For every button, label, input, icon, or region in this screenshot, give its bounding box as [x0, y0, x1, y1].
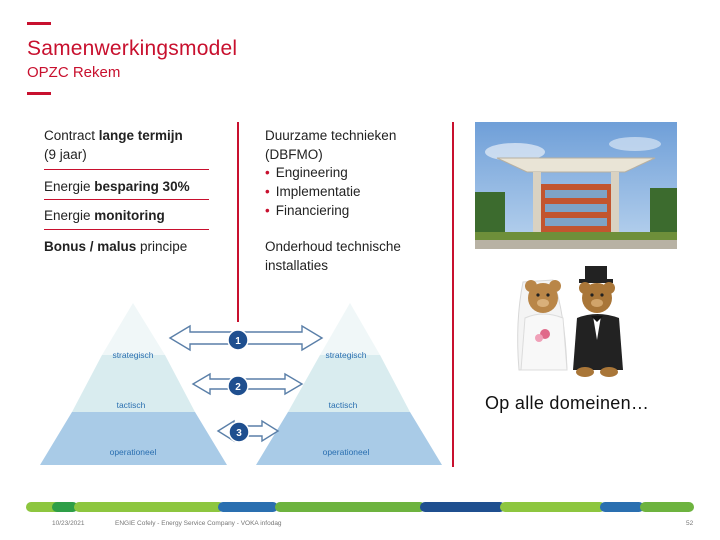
footer-band-segment: [74, 502, 224, 512]
footer-page-number: 52: [686, 520, 693, 527]
page-subtitle: OPZC Rekem: [27, 64, 120, 81]
bullet-text: Financiering: [276, 203, 350, 218]
circle-number: 2: [235, 382, 241, 393]
bonus-emphasis: Bonus / malus: [44, 239, 136, 254]
onderhoud-heading-2: installaties: [265, 256, 328, 275]
divider-right: [452, 122, 454, 467]
footer-band-segment: [275, 502, 425, 512]
technieken-sub: (DBFMO): [265, 145, 323, 164]
bullet-item: •Implementatie: [265, 182, 361, 201]
bullet-item: •Engineering: [265, 163, 348, 182]
footer-band-segment: [218, 502, 278, 512]
page-title: Samenwerkingsmodel: [27, 37, 237, 61]
circle-number: 1: [235, 336, 241, 347]
level-label: tactisch: [117, 400, 146, 410]
circle-number: 3: [236, 428, 242, 439]
left-item-bonus: Bonus / malus principe: [44, 237, 187, 256]
technieken-heading: Duurzame technieken: [265, 126, 396, 145]
left-item-contract: Contract lange termijn: [44, 126, 183, 145]
left-pyramid-bottom: [40, 412, 227, 465]
footer-band-segment: [640, 502, 694, 512]
pyramid-diagram: 1 2 3 strategisch tactisch operationeel …: [30, 300, 450, 470]
savings-label: Energie: [44, 179, 94, 194]
level-label: strategisch: [325, 350, 366, 360]
left-pyramid-top: [102, 303, 165, 355]
teddy-bears-photo: [505, 262, 640, 380]
footer-band-segment: [420, 502, 505, 512]
footer-band-segment: [500, 502, 605, 512]
level-label: tactisch: [329, 400, 358, 410]
left-item-savings: Energie besparing 30%: [44, 177, 190, 196]
right-pyramid-top: [320, 303, 380, 355]
monitoring-emphasis: monitoring: [94, 208, 165, 223]
bullet-text: Implementatie: [276, 184, 361, 199]
separator: [44, 169, 209, 170]
footer-band-segment: [600, 502, 644, 512]
footer-date: 10/23/2021: [52, 520, 85, 527]
monitoring-label: Energie: [44, 208, 94, 223]
contract-label: Contract: [44, 128, 99, 143]
contract-emphasis: lange termijn: [99, 128, 183, 143]
bullet-text: Engineering: [276, 165, 348, 180]
level-label: strategisch: [112, 350, 153, 360]
separator: [44, 199, 209, 200]
footer-company: ENGIE Cofely - Energy Service Company - …: [115, 520, 282, 527]
bonus-label: principe: [136, 239, 187, 254]
right-pyramid-bottom: [256, 412, 442, 465]
savings-emphasis: besparing 30%: [94, 179, 189, 194]
divider-left: [237, 122, 239, 322]
bullet-item: •Financiering: [265, 201, 349, 220]
onderhoud-heading-1: Onderhoud technische: [265, 237, 401, 256]
separator: [44, 229, 209, 230]
building-photo: [475, 122, 677, 249]
left-item-contract-sub: (9 jaar): [44, 145, 87, 164]
domains-caption: Op alle domeinen…: [485, 393, 649, 414]
accent-line-top: [27, 22, 51, 25]
left-item-monitoring: Energie monitoring: [44, 206, 165, 225]
level-label: operationeel: [323, 447, 370, 457]
accent-line-bottom: [27, 92, 51, 95]
level-label: operationeel: [110, 447, 157, 457]
